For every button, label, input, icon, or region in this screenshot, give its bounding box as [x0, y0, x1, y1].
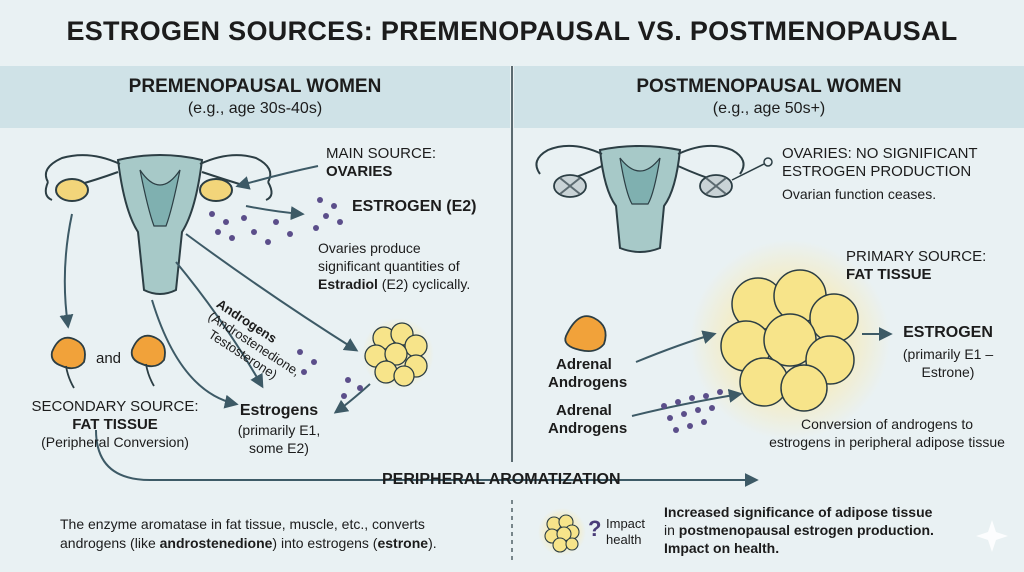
estrone-term: estrone [377, 535, 429, 551]
postmenopausal-heading: POSTMENOPAUSAL WOMEN [636, 76, 902, 97]
aromatization-arrow [95, 429, 759, 487]
arrow-to-adrenal [59, 213, 74, 329]
premenopausal-subheading: (e.g., age 30s-40s) [187, 100, 323, 117]
ovary-left-icon [55, 178, 89, 202]
estrogen-molecule-dots-left [209, 197, 363, 399]
post-estrogen-detail-1: (primarily E1 – [902, 346, 994, 362]
footer-right-2b: postmenopausal estrogen production. [678, 522, 934, 538]
premenopausal-heading: PREMENOPAUSAL WOMEN [128, 76, 382, 97]
inactive-ovary-right-icon [699, 174, 733, 198]
adrenal-androgens-1b: Androgens [548, 374, 628, 391]
left-header-band [0, 66, 510, 128]
estrogen-e2-label: ESTROGEN (E2) [352, 198, 477, 215]
ovaries-status-line-2: ESTROGEN PRODUCTION [782, 163, 972, 180]
primary-source-value: FAT TISSUE [846, 266, 932, 283]
secondary-source-label: SECONDARY SOURCE: [31, 398, 199, 415]
footer-left-2c: ) into estrogens ( [272, 535, 378, 551]
and-label: and [96, 350, 122, 367]
impact-label-1: Impact [606, 516, 646, 531]
footer-right-line-1: Increased significance of adipose tissue [664, 504, 933, 520]
ovaries-status-line-1: OVARIES: NO SIGNIFICANT [782, 145, 978, 162]
uterus-left-icon [44, 154, 273, 295]
primary-source-label: PRIMARY SOURCE: [846, 248, 987, 265]
footer-left-line-2: androgens (like androstenedione) into es… [60, 535, 437, 551]
estrogens-detail-2: some E2) [249, 440, 309, 456]
ovaries-pointer-line [731, 163, 765, 181]
adrenal-androgens-2a: Adrenal [556, 402, 612, 419]
arrow-adrenal2-to-fat [631, 388, 743, 417]
post-estrogen-label: ESTROGEN [903, 324, 993, 341]
arrow-androgens-to-fat [185, 233, 359, 352]
uterus-right-icon [535, 144, 745, 253]
ovary-desc-line-2: significant quantities of [318, 258, 460, 274]
main-source-value: OVARIES [326, 163, 393, 180]
ovary-desc-line-1: Ovaries produce [318, 240, 421, 256]
conversion-note-1: Conversion of androgens to [801, 416, 973, 432]
arrow-androgens-to-estrogens [175, 261, 264, 389]
adrenal-gland-right-icon [130, 334, 166, 387]
right-header-band [514, 66, 1024, 128]
conversion-note-2: estrogens in peripheral adipose tissue [769, 434, 1005, 450]
arrow-uterus-to-estrogens [151, 299, 239, 409]
footer-right-line-3: Impact on health. [664, 540, 780, 556]
arrow-main-source [235, 165, 319, 190]
question-mark-icon: ? [588, 516, 602, 541]
fat-cluster-left-icon [362, 318, 434, 390]
estrogen-molecule-dots-right [661, 389, 723, 433]
adrenal-gland-post-icon [564, 315, 607, 353]
adrenal-gland-left-icon [50, 336, 86, 389]
androstenedione-term: androstenedione [159, 535, 273, 551]
footer-left-line-1: The enzyme aromatase in fat tissue, musc… [60, 516, 425, 532]
estrogens-detail-1: (primarily E1, [237, 422, 321, 438]
arrow-fat-to-estrogens [333, 383, 371, 414]
footer-right-2a: in [664, 522, 679, 538]
impact-label-2: health [606, 532, 642, 547]
arrow-adrenal-to-fat [635, 330, 717, 363]
secondary-source-note: (Peripheral Conversion) [41, 434, 189, 450]
main-source-label: MAIN SOURCE: [326, 145, 437, 162]
sparkle-icon [976, 520, 1008, 552]
footer-left-2e: ). [428, 535, 437, 551]
ovaries-pointer-dot [763, 157, 773, 167]
ovary-desc-rest: (E2) cyclically. [377, 276, 471, 292]
arrow-ovary-to-estrogen [245, 205, 305, 221]
ovaries-note: Ovarian function ceases. [782, 186, 937, 202]
footer-right-line-2: in postmenopausal estrogen production. [664, 522, 934, 538]
aromatization-label: PERIPHERAL AROMATIZATION [382, 471, 621, 488]
secondary-source-value: FAT TISSUE [72, 416, 158, 433]
estradiol-term: Estradiol [318, 276, 378, 292]
fat-cell-footer-icon [538, 508, 586, 556]
postmenopausal-subheading: (e.g., age 50s+) [712, 100, 826, 117]
ovary-right-icon [199, 178, 233, 202]
estrogens-label: Estrogens [239, 402, 319, 419]
inactive-ovary-left-icon [553, 174, 587, 198]
adrenal-androgens-1a: Adrenal [556, 356, 612, 373]
ovary-desc-line-3: Estradiol (E2) cyclically. [318, 276, 470, 292]
footer-left-2a: androgens (like [60, 535, 160, 551]
page-title: ESTROGEN SOURCES: PREMENOPAUSAL VS. POST… [66, 16, 958, 46]
adrenal-androgens-2b: Androgens [548, 420, 628, 437]
post-estrogen-detail-2: Estrone) [921, 364, 975, 380]
